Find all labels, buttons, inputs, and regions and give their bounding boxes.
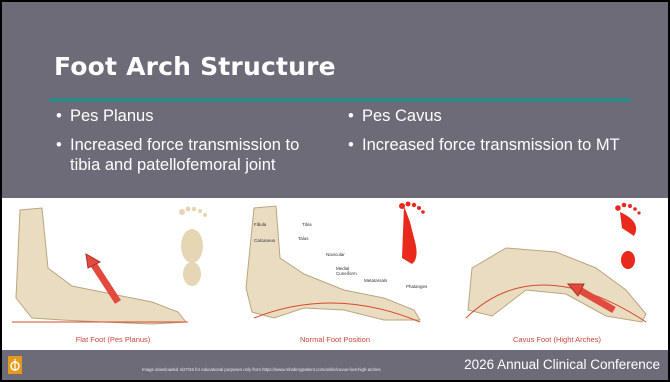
bone-label: Medial Cuneiform xyxy=(336,266,364,276)
bone-label: Tibia xyxy=(302,222,312,227)
normal-foot-illustration xyxy=(224,198,446,350)
bullet-item: •Increased force transmission to tibia a… xyxy=(56,135,326,175)
left-bullet-list: •Pes Planus •Increased force transmissio… xyxy=(56,106,326,184)
bone-label: Fibula xyxy=(254,222,266,227)
flat-foot-illustration xyxy=(2,198,224,350)
bullet-item: •Increased force transmission to MT xyxy=(348,135,628,155)
right-bullet-list: •Pes Cavus •Increased force transmission… xyxy=(348,106,628,164)
title-divider xyxy=(50,98,630,102)
panel-caption: Flat Foot (Pes Planus) xyxy=(2,335,224,344)
conference-name: 2026 Annual Clinical Conference xyxy=(464,357,660,372)
logo-icon xyxy=(8,356,22,374)
cavus-foot-illustration xyxy=(446,198,668,350)
bone-label: Calcaneus xyxy=(254,238,275,243)
bone-label: Talus xyxy=(298,236,309,241)
cavus-foot-panel: Cavus Foot (Hight Arches) xyxy=(446,198,668,350)
image-credit: Image downloaded 4/27/26 for educational… xyxy=(142,367,381,372)
panel-caption: Cavus Foot (Hight Arches) xyxy=(446,335,668,344)
bullet-item: •Pes Cavus xyxy=(348,106,628,126)
bone-label: Metatarsals xyxy=(364,278,387,283)
flat-foot-panel: Flat Foot (Pes Planus) xyxy=(2,198,224,350)
bullet-item: •Pes Planus xyxy=(56,106,326,126)
panel-caption: Normal Foot Position xyxy=(224,335,446,344)
normal-foot-panel: Fibula Tibia Calcaneus Talus Navicular M… xyxy=(224,198,446,350)
slide-title: Foot Arch Structure xyxy=(54,52,336,81)
bone-label: Phalanges xyxy=(406,284,427,289)
foot-arch-illustration: Flat Foot (Pes Planus) Fibula Tibia Calc… xyxy=(2,198,668,350)
slide-footer: Image downloaded 4/27/26 for educational… xyxy=(2,350,668,380)
bone-label: Navicular xyxy=(326,252,345,257)
